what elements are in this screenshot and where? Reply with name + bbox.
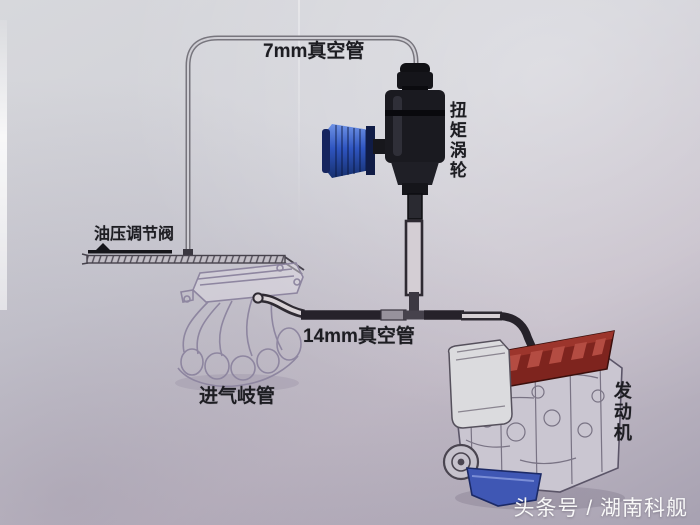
- vertical-tube-connector: [409, 292, 419, 313]
- tube-7mm: [183, 35, 419, 259]
- watermark: 头条号 / 湖南科舰: [513, 497, 688, 520]
- label-14mm-vacuum-tube: 14mm真空管: [303, 326, 415, 347]
- turbine-outlet-stub: [407, 193, 423, 220]
- paper-crease: [298, 0, 300, 230]
- engine-timing-cover: [447, 339, 513, 429]
- tube-14mm: [252, 292, 536, 349]
- turbine-taper: [391, 162, 439, 185]
- label-engine: 发动机: [611, 381, 632, 444]
- label-oil-pressure-valve: 油压调节阀: [94, 226, 175, 243]
- tube-7mm-connector: [183, 249, 193, 259]
- tube-sleeve-left: [380, 309, 407, 321]
- turbine-neck-ring: [402, 86, 428, 92]
- torque-turbine-device: [322, 63, 445, 220]
- vertical-tube: [404, 219, 424, 313]
- label-7mm-vacuum-tube: 7mm真空管: [263, 41, 365, 62]
- label-underline: [88, 250, 172, 254]
- tube-14mm-end-cap: [252, 292, 264, 304]
- turbine-lower-nut: [402, 183, 428, 195]
- tee-junction: [403, 310, 425, 320]
- label-intake-manifold: 进气岐管: [199, 386, 276, 407]
- photo-edge-highlight: [0, 20, 7, 310]
- oil-pressure-valve-rail: [81, 243, 305, 275]
- engine-drawing: [442, 330, 623, 507]
- label-torque-turbine: 扭矩涡轮: [446, 101, 466, 181]
- air-filter: [322, 124, 375, 178]
- pointer-triangle: [94, 243, 112, 252]
- intake-manifold-drawing: [177, 262, 304, 388]
